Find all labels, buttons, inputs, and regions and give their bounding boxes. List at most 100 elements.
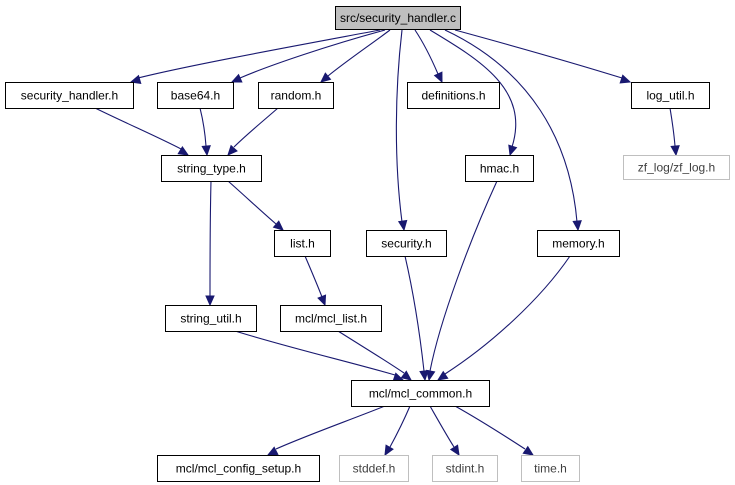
node-random-h[interactable]: random.h bbox=[258, 82, 334, 109]
arrowhead bbox=[272, 220, 284, 231]
node-label: string_type.h bbox=[177, 162, 246, 176]
edge-line bbox=[199, 107, 207, 147]
edge-line bbox=[234, 330, 396, 376]
edge-line bbox=[227, 180, 277, 225]
node-stddef-h[interactable]: stddef.h bbox=[339, 455, 409, 482]
edge-line bbox=[275, 405, 386, 450]
arrowhead bbox=[522, 445, 535, 456]
edge-string_type_h-to-list_h bbox=[227, 180, 284, 231]
node-security-handler-h[interactable]: security_handler.h bbox=[5, 82, 134, 109]
edge-random_h-to-string_type_h bbox=[227, 107, 279, 156]
node-time-h[interactable]: time.h bbox=[521, 455, 580, 482]
node-label: zf_log/zf_log.h bbox=[638, 161, 715, 175]
edge-mcl_list_h-to-mcl_common_h bbox=[337, 330, 412, 381]
arrowhead bbox=[384, 444, 394, 457]
node-box bbox=[274, 230, 331, 257]
node-string-type-h[interactable]: string_type.h bbox=[161, 155, 262, 182]
node-box bbox=[339, 455, 409, 482]
node-box bbox=[537, 230, 620, 257]
edge-line bbox=[304, 255, 323, 298]
node-security-h[interactable]: security.h bbox=[366, 230, 447, 257]
edge-line bbox=[395, 29, 403, 223]
edge-line bbox=[337, 330, 405, 374]
arrowhead bbox=[426, 369, 436, 382]
node-string-util-h[interactable]: string_util.h bbox=[165, 305, 257, 332]
node-hmac-h[interactable]: hmac.h bbox=[465, 155, 534, 182]
node-label: time.h bbox=[534, 462, 567, 476]
arrowhead bbox=[436, 370, 449, 381]
edge-root-to-base64_h bbox=[230, 29, 386, 83]
edge-base64_h-to-string_type_h bbox=[199, 107, 211, 157]
edge-mcl_common_h-to-mcl_config_setup_h bbox=[266, 405, 386, 456]
node-box bbox=[165, 305, 257, 332]
node-list-h[interactable]: list.h bbox=[274, 230, 331, 257]
node-box bbox=[351, 380, 490, 407]
node-label: mcl/mcl_list.h bbox=[295, 312, 367, 326]
node-root[interactable]: src/security_handler.c bbox=[335, 6, 461, 30]
node-label: list.h bbox=[290, 237, 315, 251]
edge-line bbox=[429, 180, 498, 372]
edge-mcl_common_h-to-time_h bbox=[454, 405, 535, 456]
edge-log_util_h-to-zf_log_h bbox=[669, 107, 680, 157]
edge-security_h-to-mcl_common_h bbox=[404, 255, 429, 382]
node-mcl-common-h[interactable]: mcl/mcl_common.h bbox=[351, 380, 490, 407]
node-box bbox=[465, 155, 534, 182]
node-label: base64.h bbox=[171, 89, 220, 103]
node-label: memory.h bbox=[552, 237, 604, 251]
edge-line bbox=[444, 29, 578, 223]
node-label: security_handler.h bbox=[21, 89, 118, 103]
arrowhead bbox=[619, 74, 632, 84]
edge-line bbox=[137, 29, 381, 79]
edge-security_handler_h-to-string_type_h bbox=[94, 107, 190, 156]
edge-list_h-to-mcl_list_h bbox=[304, 255, 327, 307]
node-box bbox=[521, 455, 580, 482]
node-mcl-list-h[interactable]: mcl/mcl_list.h bbox=[280, 305, 382, 332]
node-log-util-h[interactable]: log_util.h bbox=[631, 82, 710, 109]
arrowhead bbox=[670, 145, 680, 157]
node-definitions-h[interactable]: definitions.h bbox=[407, 82, 500, 109]
edge-line bbox=[94, 107, 182, 150]
node-memory-h[interactable]: memory.h bbox=[537, 230, 620, 257]
node-stdint-h[interactable]: stdint.h bbox=[432, 455, 498, 482]
node-label: definitions.h bbox=[421, 89, 485, 103]
edge-line bbox=[389, 405, 411, 448]
node-box bbox=[335, 6, 461, 30]
edge-line bbox=[414, 29, 439, 75]
node-label: mcl/mcl_config_setup.h bbox=[176, 462, 301, 476]
edge-line bbox=[454, 29, 623, 79]
arrowhead bbox=[449, 444, 460, 457]
edge-line bbox=[429, 29, 517, 148]
arrowhead bbox=[508, 144, 518, 157]
edges-layer bbox=[94, 29, 680, 457]
node-box bbox=[631, 82, 710, 109]
arrowhead bbox=[317, 294, 327, 307]
edge-hmac_h-to-mcl_common_h bbox=[426, 180, 498, 382]
node-box bbox=[258, 82, 334, 109]
arrowhead bbox=[433, 71, 443, 84]
edge-root-to-security_handler_h bbox=[129, 29, 381, 84]
arrowhead bbox=[205, 295, 215, 307]
arrowhead bbox=[230, 73, 243, 83]
arrowhead bbox=[397, 219, 408, 232]
node-box bbox=[157, 82, 234, 109]
arrowhead bbox=[572, 220, 582, 232]
edge-line bbox=[429, 405, 455, 448]
edge-root-to-memory_h bbox=[444, 29, 582, 232]
edge-root-to-definitions_h bbox=[414, 29, 443, 84]
edge-line bbox=[454, 405, 526, 450]
node-mcl-config-setup-h[interactable]: mcl/mcl_config_setup.h bbox=[157, 455, 320, 482]
edge-root-to-security_h bbox=[395, 29, 408, 232]
node-box bbox=[5, 82, 134, 109]
node-zf-log-h[interactable]: zf_log/zf_log.h bbox=[623, 155, 730, 180]
node-box bbox=[407, 82, 500, 109]
edge-line bbox=[444, 255, 571, 375]
edge-root-to-log_util_h bbox=[454, 29, 632, 84]
node-base64-h[interactable]: base64.h bbox=[157, 82, 234, 109]
nodes-layer: src/security_handler.c security_handler.h… bbox=[5, 6, 730, 482]
edge-line bbox=[209, 180, 212, 297]
node-label: hmac.h bbox=[480, 162, 519, 176]
arrowhead bbox=[320, 72, 332, 83]
edge-line bbox=[404, 255, 425, 372]
node-label: stddef.h bbox=[353, 462, 396, 476]
